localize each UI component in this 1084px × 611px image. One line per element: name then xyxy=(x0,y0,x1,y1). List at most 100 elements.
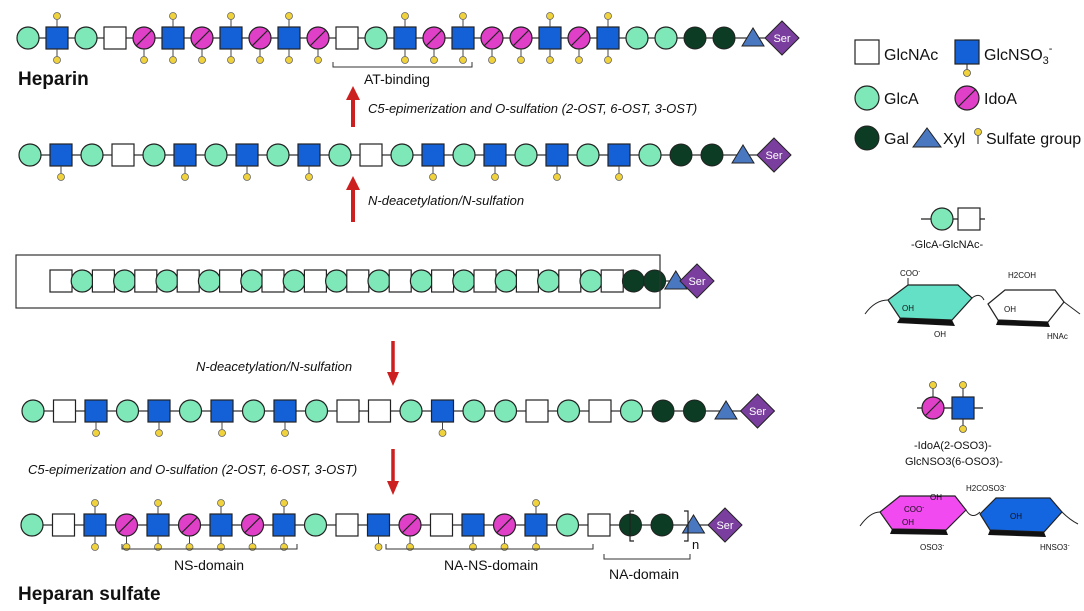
glca-residue xyxy=(18,143,42,167)
glca-residue xyxy=(452,143,476,167)
glcnac-residue xyxy=(219,269,243,293)
ser-label: Ser xyxy=(716,520,733,532)
glcnso3-residue xyxy=(146,513,170,537)
glca-residue xyxy=(74,26,98,50)
glcnac-residue xyxy=(431,269,455,293)
disaccharide2-label-line2: GlcNSO3(6-OSO3)- xyxy=(905,456,1003,468)
glca-residue xyxy=(178,399,203,423)
glcnso3-residue xyxy=(83,513,107,537)
glca-residue xyxy=(240,269,264,293)
repeat-bracket: n xyxy=(629,510,699,552)
glcnso3-residue xyxy=(235,143,259,167)
xyl-residue xyxy=(714,400,738,420)
legend-xyl-label: Xyl xyxy=(943,131,965,148)
glcnac-residue xyxy=(515,269,540,293)
svg-text:OSO3-: OSO3- xyxy=(920,543,944,552)
legend-glca-icon xyxy=(854,85,880,111)
na-domain-label: NA-domain xyxy=(609,566,679,582)
svg-text:HNAc: HNAc xyxy=(1047,332,1068,341)
glca-residue xyxy=(579,269,603,293)
glcnac-residue xyxy=(429,513,454,537)
glcnac-residue xyxy=(261,269,285,293)
glca-residue xyxy=(20,513,44,537)
glcnac-residue xyxy=(336,399,360,423)
na-ns-domain-label: NA-NS-domain xyxy=(444,557,538,573)
legend-sulfate-icon xyxy=(974,128,982,136)
glcnso3-residue xyxy=(483,143,507,167)
glcnso3-residue xyxy=(173,143,197,167)
glcnac-residue xyxy=(103,26,127,50)
at-binding-bracket xyxy=(332,62,473,68)
glca-residue xyxy=(555,513,580,537)
glca-residue xyxy=(197,269,221,293)
glcnac-residue xyxy=(134,269,158,293)
disaccharide2-label-line1: -IdoA(2-OSO3)- xyxy=(914,440,992,452)
glca-residue xyxy=(367,269,391,293)
glca-residue xyxy=(494,269,518,293)
glca-residue xyxy=(16,26,40,50)
glca-residue xyxy=(462,399,486,423)
glcnac-residue xyxy=(600,269,624,293)
glcnac-residue xyxy=(359,143,383,167)
glcnso3-residue xyxy=(297,143,321,167)
glca-residue xyxy=(638,143,662,167)
na-ns-domain-bracket xyxy=(385,544,594,550)
disaccharide1-label: -GlcA-GlcNAc- xyxy=(911,239,983,251)
glcnso3-residue xyxy=(461,513,485,537)
ns-chain: Ser xyxy=(21,393,776,437)
legend-xyl-icon xyxy=(912,127,942,148)
glca-residue xyxy=(328,143,352,167)
glca-residue xyxy=(204,143,228,167)
ser-residue xyxy=(764,20,800,56)
glcnso3-residue xyxy=(430,399,455,423)
intermediate-chain: Ser xyxy=(18,137,792,181)
glca-residue xyxy=(70,269,94,293)
glcnso3-residue xyxy=(366,513,391,537)
svg-text:OH: OH xyxy=(902,304,914,313)
glcnso3-residue xyxy=(393,26,417,50)
step-top-c5: C5-epimerization and O-sulfation (2-OST,… xyxy=(368,101,697,116)
glcnso3-residue xyxy=(209,513,233,537)
ser-residue xyxy=(707,507,743,543)
glcnac-residue xyxy=(473,269,497,293)
glcnso3-residue xyxy=(596,26,620,50)
precursor-box xyxy=(15,254,661,309)
gal-residue xyxy=(643,269,667,293)
glcnso3-residue xyxy=(45,26,69,50)
glcnac-residue xyxy=(525,399,549,423)
xyl-residue xyxy=(741,27,765,47)
glca-residue xyxy=(142,143,166,167)
legend-idoa-label: IdoA xyxy=(984,91,1017,108)
heparan-sulfate-title: Heparan sulfate xyxy=(18,584,161,605)
legend: GlcNAc GlcNSO3- GlcA IdoA Gal Xyl Sulfat… xyxy=(854,39,1081,151)
svg-text:OH: OH xyxy=(930,493,942,502)
glcnac-residue xyxy=(335,513,359,537)
glcnac-residue xyxy=(588,399,612,423)
ser-label: Ser xyxy=(765,150,782,162)
glcnac-residue xyxy=(51,513,76,537)
disaccharide-glca-glcnac: -GlcA-GlcNAc- COO- OH OH H2COH OH HNAc xyxy=(864,207,1081,341)
glca-residue xyxy=(536,269,561,293)
legend-glcnac-icon xyxy=(854,39,880,65)
svg-text:COO-: COO- xyxy=(900,269,920,278)
glcnac-residue xyxy=(91,269,116,293)
glca-residue xyxy=(576,143,600,167)
svg-text:OH: OH xyxy=(1010,512,1022,521)
heparin-chain: Ser xyxy=(16,12,800,64)
glcnac-residue xyxy=(335,26,359,50)
gal-residue xyxy=(651,399,675,423)
na-domain-bracket xyxy=(603,554,691,560)
glcnso3-residue xyxy=(84,399,108,423)
glcnso3-residue xyxy=(272,513,296,537)
legend-glcnso3-icon xyxy=(954,39,980,65)
glca-residue xyxy=(556,399,581,423)
glcnac-residue xyxy=(111,143,135,167)
glca-residue xyxy=(625,26,649,50)
ser-residue xyxy=(756,137,792,173)
svg-text:H2COSO3-: H2COSO3- xyxy=(966,484,1006,493)
glcnso3-residue xyxy=(219,26,243,50)
glca-residue xyxy=(493,399,518,423)
legend-glcnac-label: GlcNAc xyxy=(884,47,938,64)
svg-text:HNSO3-: HNSO3- xyxy=(1040,543,1070,552)
